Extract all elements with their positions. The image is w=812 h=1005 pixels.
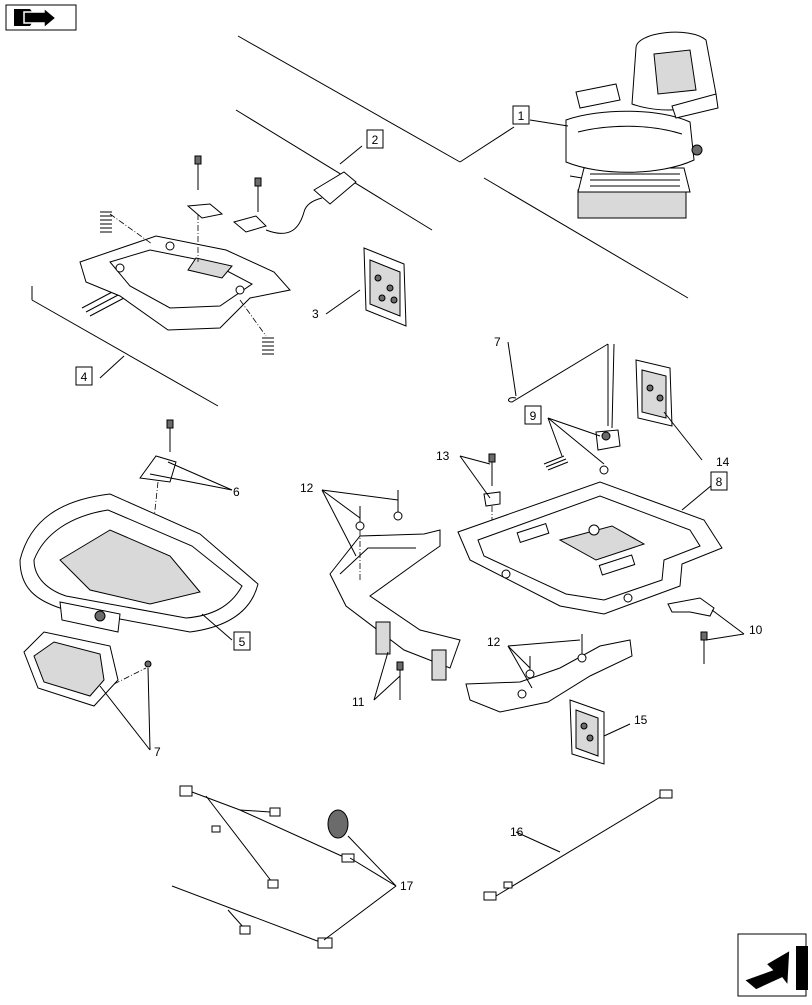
callout-14[interactable]: 14 — [716, 455, 730, 469]
decal-sheet-3 — [363, 247, 407, 327]
callout-12-right[interactable]: 12 — [487, 635, 501, 649]
callout-7-trim[interactable]: 7 — [154, 745, 161, 759]
callout-12-left[interactable]: 12 — [300, 481, 314, 495]
callout-1-text: 1 — [518, 109, 525, 123]
callout-1[interactable]: 1 — [512, 105, 530, 125]
callout-16[interactable]: 16 — [510, 825, 524, 839]
callout-8[interactable]: 8 — [710, 471, 728, 491]
previous-page-arrow-icon[interactable] — [737, 933, 808, 997]
callout-8-text: 8 — [716, 475, 723, 489]
callout-4-text: 4 — [81, 370, 88, 384]
wiring-harness-17 — [171, 785, 355, 949]
callout-3[interactable]: 3 — [312, 307, 319, 321]
callout-9-text: 9 — [530, 409, 537, 423]
callout-5[interactable]: 5 — [233, 631, 251, 651]
callout-6[interactable]: 6 — [233, 485, 240, 499]
callout-10[interactable]: 10 — [749, 623, 763, 637]
callout-17[interactable]: 17 — [400, 879, 414, 893]
guide-line-2 — [235, 109, 433, 231]
callout-5-text: 5 — [239, 635, 246, 649]
guide-line-1b — [459, 126, 515, 163]
callout-7-rod[interactable]: 7 — [494, 335, 501, 349]
guide-line-4 — [31, 299, 219, 407]
bracket-10 — [667, 597, 715, 664]
wiring-harness-16 — [483, 789, 673, 901]
decal-sheet-14 — [635, 359, 673, 427]
callout-15[interactable]: 15 — [634, 713, 648, 727]
seat-assembly — [565, 31, 719, 219]
cushion-assembly — [19, 419, 259, 707]
guide-line-1c — [483, 177, 689, 299]
side-rails — [329, 490, 633, 713]
callout-9[interactable]: 9 — [524, 405, 542, 425]
callout-11[interactable]: 11 — [352, 695, 365, 709]
callout-2-text: 2 — [372, 133, 379, 147]
base-plate-8 — [457, 481, 723, 615]
callout-2[interactable]: 2 — [366, 129, 384, 149]
callout-4[interactable]: 4 — [75, 366, 93, 386]
decal-sheet-15 — [569, 699, 605, 765]
leader-lines — [99, 119, 745, 941]
guide-line-1 — [237, 35, 461, 163]
next-page-arrow-icon[interactable] — [5, 4, 77, 31]
rail-rod-7 — [508, 343, 615, 429]
top-plate-assembly — [79, 155, 357, 355]
callout-13[interactable]: 13 — [436, 449, 450, 463]
